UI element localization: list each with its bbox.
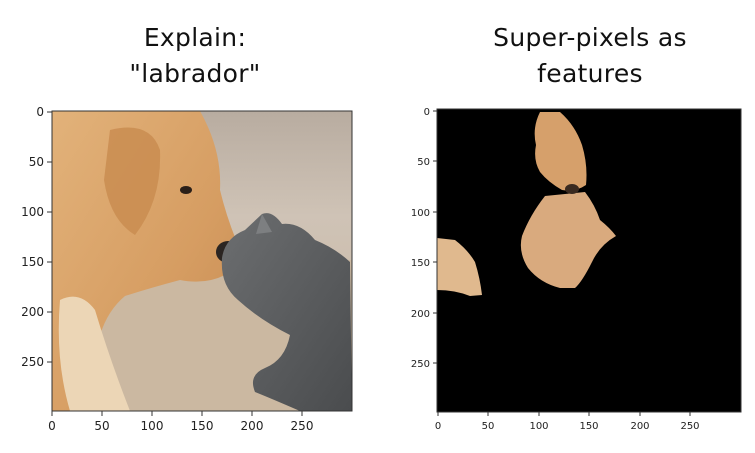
left-y-tick: 150 (21, 255, 44, 269)
right-x-tick: 150 (579, 421, 598, 432)
right-x-tick: 200 (630, 421, 649, 432)
left-y-tick: 50 (29, 155, 44, 169)
superpixel-leg (437, 238, 482, 296)
left-x-tick: 150 (191, 419, 214, 433)
right-image (437, 109, 741, 412)
left-y-tick: 200 (21, 305, 44, 319)
left-caption: Explain: "labrador" (110, 20, 280, 92)
cat-shape (221, 213, 352, 411)
right-y-tick: 0 (424, 107, 430, 118)
left-caption-line2: "labrador" (129, 59, 261, 88)
left-x-tick: 250 (291, 419, 314, 433)
left-image (52, 111, 352, 411)
right-x-tick: 100 (529, 421, 548, 432)
superpixel-snout (520, 192, 616, 288)
right-y-tick: 100 (411, 208, 430, 219)
right-y-tick: 200 (411, 309, 430, 320)
superpixel-head (534, 112, 587, 191)
left-x-tick: 100 (141, 419, 164, 433)
right-y-tick: 150 (411, 258, 430, 269)
right-y-tick: 250 (411, 359, 430, 370)
right-x-tick: 50 (482, 421, 495, 432)
right-caption-line1: Super-pixels as (493, 23, 687, 52)
left-y-tick: 0 (36, 105, 44, 119)
right-caption-line2: features (537, 59, 643, 88)
right-x-axis: 0 50 100 150 200 250 (435, 412, 700, 432)
left-x-tick: 50 (94, 419, 109, 433)
right-x-tick: 0 (435, 421, 441, 432)
left-x-tick: 0 (48, 419, 56, 433)
left-caption-line1: Explain: (143, 23, 247, 52)
left-x-tick: 200 (241, 419, 264, 433)
right-y-tick: 50 (417, 157, 430, 168)
left-y-tick: 100 (21, 205, 44, 219)
right-y-axis: 0 50 100 150 200 250 (411, 107, 437, 370)
right-caption: Super-pixels as features (470, 20, 710, 92)
left-y-tick: 250 (21, 355, 44, 369)
left-x-axis: 0 50 100 150 200 250 (48, 411, 313, 433)
right-x-tick: 250 (680, 421, 699, 432)
left-y-axis: 0 50 100 150 200 250 (21, 105, 52, 369)
